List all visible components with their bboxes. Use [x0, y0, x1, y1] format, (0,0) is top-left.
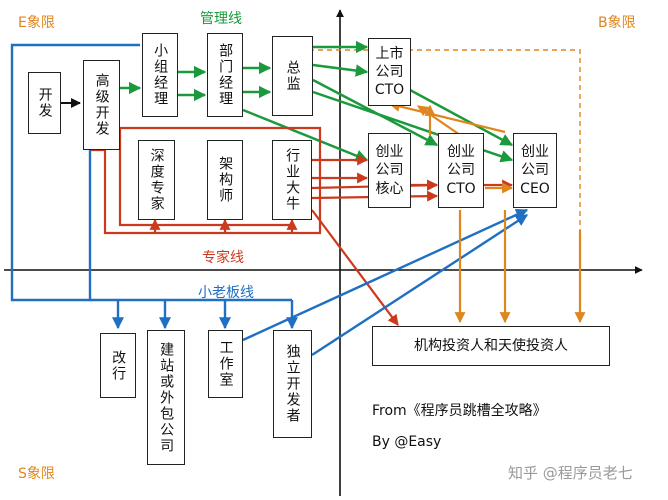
small-boss-line-label: 小老板线 [198, 285, 254, 301]
quadrant-e-label: E象限 [18, 15, 55, 31]
node-architect: 架构师 [207, 140, 243, 220]
node-listed-cto: 上市公司CTO [368, 38, 411, 106]
node-senior-dev: 高级开发 [83, 60, 120, 150]
node-gaihang: 改行 [100, 333, 136, 398]
node-startup-cto-label: 创业公司CTO [446, 144, 476, 197]
node-industry-leader: 行业大牛 [272, 140, 312, 220]
watermark: 知乎 @程序员老七 [508, 464, 633, 482]
node-startup-cto: 创业公司CTO [438, 133, 484, 208]
node-website-outsource: 建站或外包公司 [147, 330, 185, 465]
node-deep-expert: 深度专家 [138, 140, 175, 220]
node-team-manager: 小组经理 [142, 33, 178, 117]
author-credit: By @Easy [372, 434, 442, 450]
node-startup-ceo-label: 创业公司CEO [520, 144, 550, 197]
node-investors: 机构投资人和天使投资人 [372, 326, 610, 366]
quadrant-b-label: B象限 [598, 15, 636, 31]
quadrant-s-label: S象限 [18, 466, 55, 482]
node-studio: 工作室 [208, 330, 243, 398]
node-listed-cto-label: 上市公司CTO [374, 45, 405, 99]
expert-line-label: 专家线 [202, 250, 244, 266]
node-dept-manager: 部门经理 [207, 33, 243, 117]
node-startup-core-label: 创业公司核心 [375, 144, 404, 197]
node-startup-core: 创业公司核心 [368, 133, 411, 208]
node-indie-dev: 独立开发者 [273, 330, 312, 438]
small-boss-line-arrows [10, 43, 529, 357]
node-kaifa: 开发 [28, 72, 61, 134]
b-quadrant-arrows [388, 100, 586, 324]
node-director: 总监 [272, 36, 313, 116]
node-startup-ceo: 创业公司CEO [513, 133, 557, 208]
management-line-label: 管理线 [200, 11, 242, 27]
source-credit: From《程序员跳槽全攻略》 [372, 403, 547, 419]
